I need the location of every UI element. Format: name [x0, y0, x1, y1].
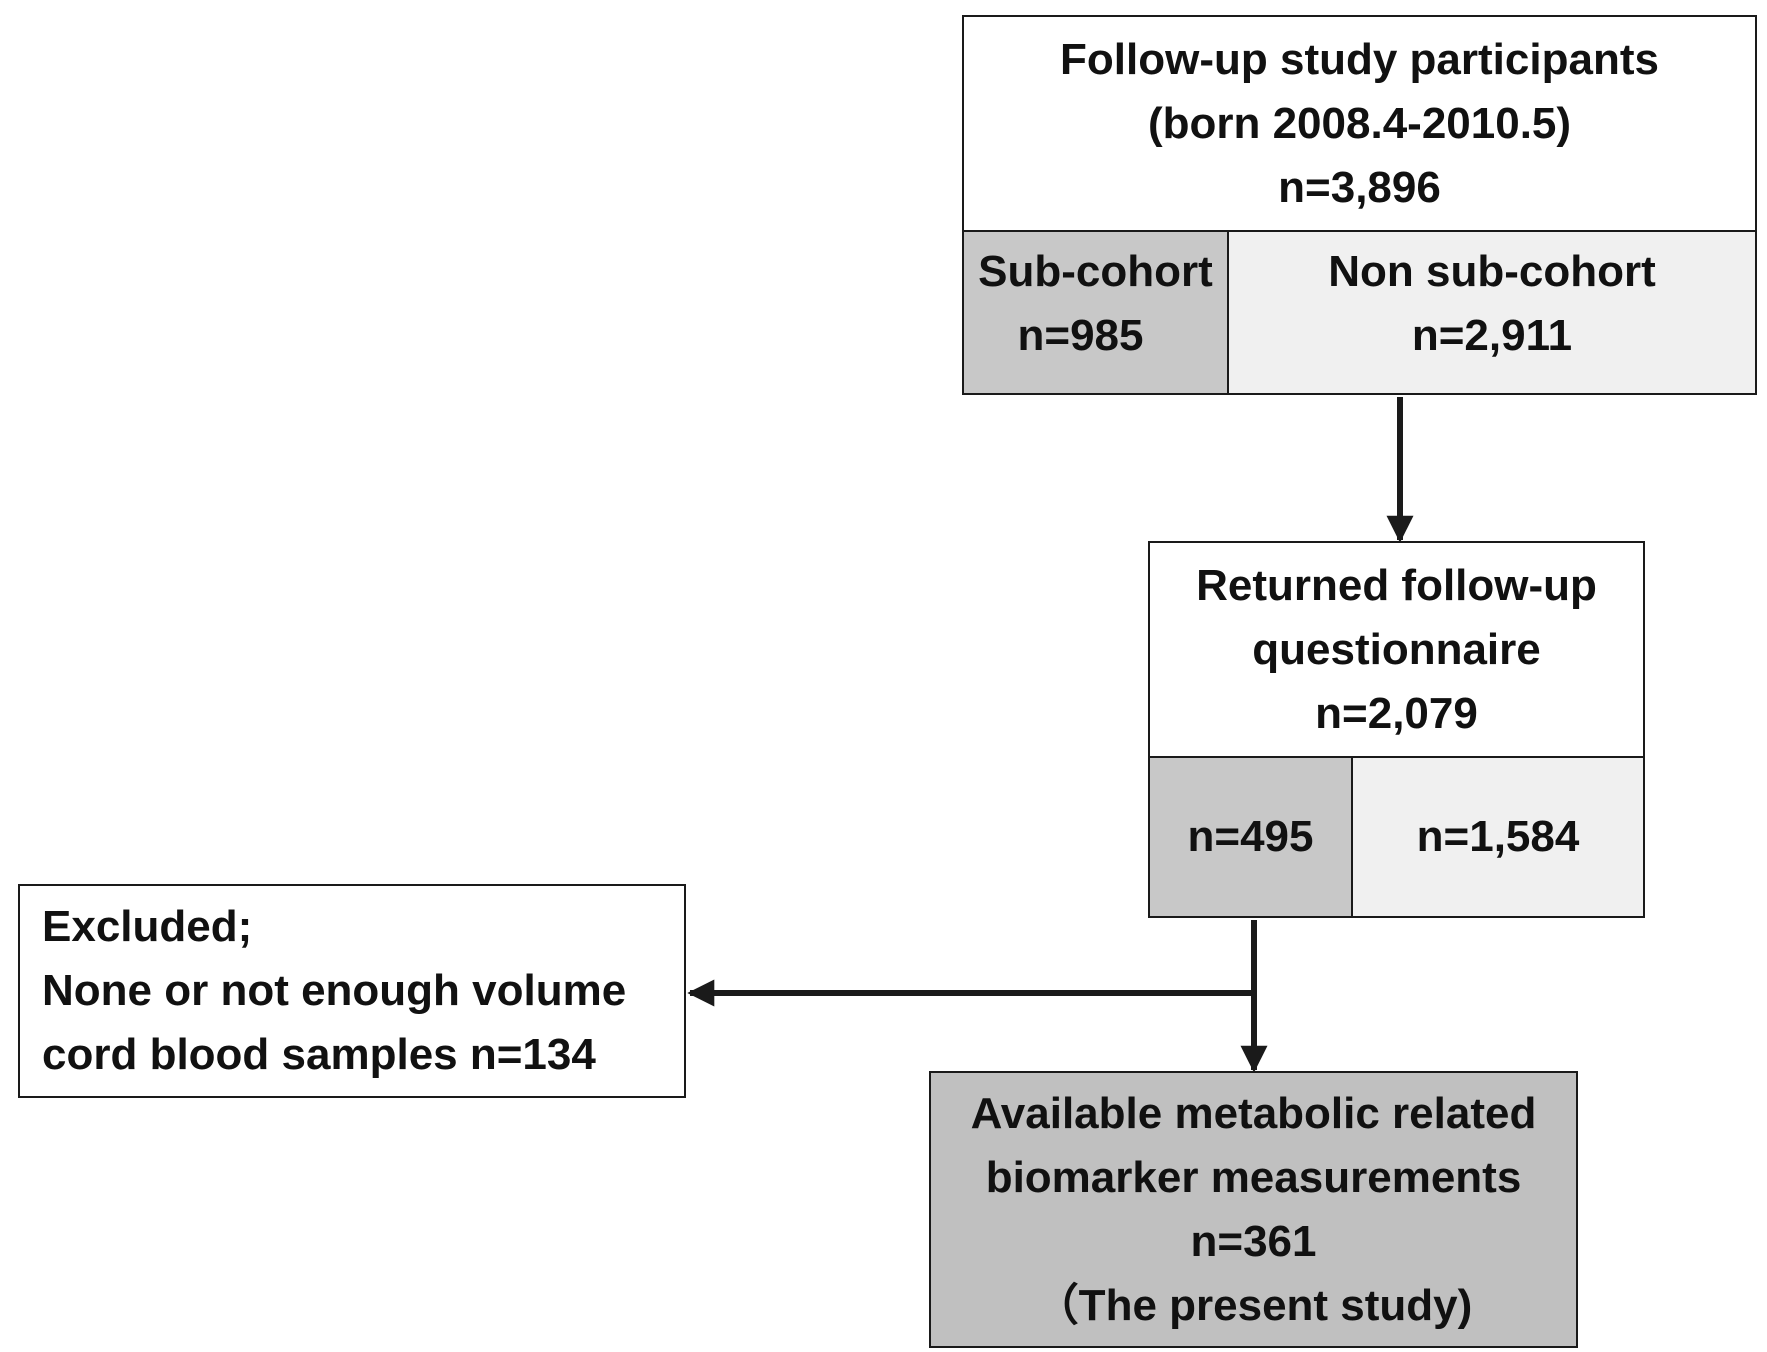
participants-born-range: (born 2008.4-2010.5)	[1147, 98, 1572, 148]
non-subcohort-label: Non sub-cohort	[1328, 247, 1656, 296]
returned-count: n=2,079	[1315, 688, 1478, 738]
non-subcohort-box: Non sub-cohort n=2,911	[1227, 230, 1757, 395]
available-subtitle: biomarker measurements	[985, 1152, 1522, 1202]
subcohort-box: Sub-cohort n=985	[962, 230, 1229, 395]
subcohort-count: n=985	[1017, 311, 1144, 360]
participants-count: n=3,896	[1278, 162, 1441, 212]
available-note: （The present study)	[1034, 1280, 1473, 1330]
returned-subcohort-count: n=495	[1187, 812, 1314, 861]
returned-subtitle: questionnaire	[1252, 624, 1541, 674]
participants-box: Follow-up study participants (born 2008.…	[962, 15, 1757, 232]
non-subcohort-count: n=2,911	[1411, 311, 1573, 360]
returned-non-subcohort-count: n=1,584	[1416, 812, 1580, 861]
participants-title: Follow-up study participants	[1060, 34, 1659, 84]
excluded-box: Excluded; None or not enough volume cord…	[18, 884, 686, 1098]
available-box: Available metabolic related biomarker me…	[929, 1071, 1578, 1348]
excluded-detail: cord blood samples n=134	[42, 1030, 596, 1079]
returned-title: Returned follow-up	[1196, 560, 1597, 610]
subcohort-label: Sub-cohort	[978, 247, 1213, 296]
available-title: Available metabolic related	[970, 1088, 1537, 1138]
excluded-reason: None or not enough volume	[42, 966, 627, 1015]
excluded-title: Excluded;	[42, 902, 253, 951]
returned-non-subcohort-box: n=1,584	[1351, 756, 1645, 918]
returned-subcohort-box: n=495	[1148, 756, 1353, 918]
available-count: n=361	[1190, 1216, 1317, 1266]
